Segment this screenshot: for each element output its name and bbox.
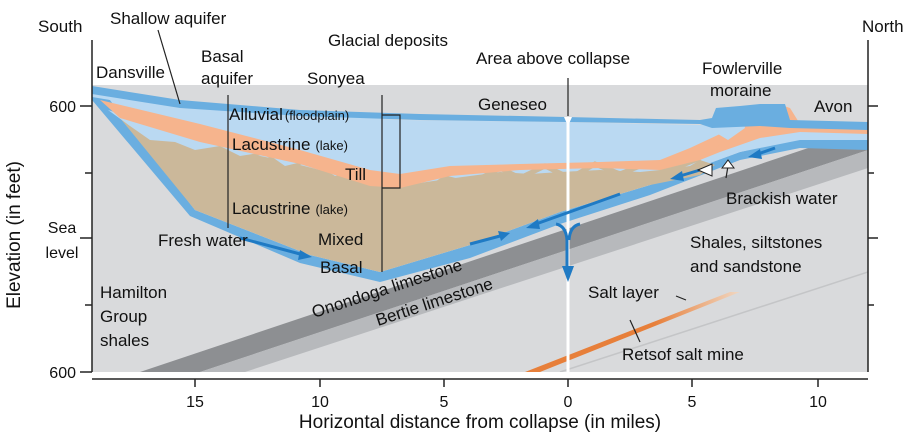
moraine-label: moraine [710,81,771,100]
salt-layer-pointer [675,295,687,301]
brackish-arrows [696,159,735,179]
onondoga-limestone-band [140,128,868,372]
fresh-water-label: Fresh water [158,231,248,250]
avon-label: Avon [814,97,852,116]
lake-upper-text: (lake) [315,138,348,153]
till-label: Till [345,165,366,184]
basal-flow-line [469,234,501,246]
north-label: North [862,17,904,36]
north-flow-line-2 [679,168,701,178]
flow-arrows [239,146,776,282]
brackish-arrow-left [696,163,713,177]
collapse-flow-curve [555,222,569,268]
y-tick-sea: Sea [48,220,77,237]
basal-aquifer [92,93,868,282]
bedrock-line [559,271,868,372]
shales-label-2: and sandstone [690,257,802,276]
x-tick-10-right: 10 [809,394,827,411]
glacial-deposits-bracket [382,114,401,189]
x-tick-10-left: 10 [311,394,329,411]
north-flow-arrowhead-3 [748,149,762,159]
lacustrine-upper-text: Lacustrine [232,135,310,154]
x-tick-5-right: 5 [688,394,697,411]
retsof-label: Retsof salt mine [622,345,744,364]
hamilton-label-2: Group [100,307,147,326]
y-tick-600-bottom: 600 [49,365,76,382]
lacustrine-lower-text: Lacustrine [232,199,310,218]
bertie-limestone-band [200,150,868,372]
shallow-aquifer [92,86,868,130]
basal-flow-arrowhead [498,231,510,241]
mixed-deposits [120,118,715,272]
x-tick-5-left: 5 [440,394,449,411]
leader-lines [157,29,687,343]
south-label: South [38,17,82,36]
north-flow-arrowhead-1 [526,219,540,229]
north-flow-line-3 [757,146,776,156]
geology-layers [92,85,868,372]
lacustrine-lower-label: Lacustrine (lake) [232,199,348,218]
axes [80,40,878,387]
sonyea-label: Sonyea [307,69,365,88]
salt-layer [525,292,740,372]
x-tick-0: 0 [564,394,573,411]
glacial-deposits-label: Glacial deposits [328,31,448,50]
brackish-water-label: Brackish water [726,189,838,208]
salt-layer-label: Salt layer [588,283,659,302]
brackish-arrow-up [721,159,735,169]
shales-label-1: Shales, siltstones [690,233,822,252]
x-axis-title: Horizontal distance from collapse (in mi… [299,412,661,433]
basal-layer-label: Basal [320,258,363,277]
y-tick-level: level [46,245,79,262]
y-axis-title: Elevation (in feet) [4,161,25,309]
fowlerville-label: Fowlerville [702,59,782,78]
x-tick-15: 15 [186,394,204,411]
basal-label: Basal [201,47,244,66]
geneseo-label: Geneseo [478,95,547,114]
lacustrine-upper-label: Lacustrine (lake) [232,135,348,154]
till-deposits [100,100,868,188]
aquifer-label: aquifer [201,69,253,88]
fresh-water-flow-line [239,236,301,256]
collapse-downward-arrowhead [562,266,574,282]
collapse-notch [564,117,572,126]
y-tick-600-top: 600 [49,99,76,116]
collapse-flow-curve-right [567,222,581,241]
lake-lower-text: (lake) [315,202,348,217]
hamilton-label-3: shales [100,331,149,350]
dansville-label: Dansville [96,63,165,82]
retsof-pointer [629,319,641,343]
hamilton-label-1: Hamilton [100,283,167,302]
shallow-aquifer-label: Shallow aquifer [110,9,227,28]
alluvial-label: Alluvial(floodplain) [229,105,349,124]
shallow-aquifer-pointer [157,29,181,105]
north-flow-line-1 [535,192,621,226]
mixed-label: Mixed [318,230,363,249]
fresh-water-arrowhead [298,250,312,260]
alluvial-text: Alluvial [229,105,283,124]
area-above-collapse-label: Area above collapse [476,49,630,68]
north-flow-arrowhead-2 [670,171,684,181]
floodplain-text: (floodplain) [285,108,349,123]
